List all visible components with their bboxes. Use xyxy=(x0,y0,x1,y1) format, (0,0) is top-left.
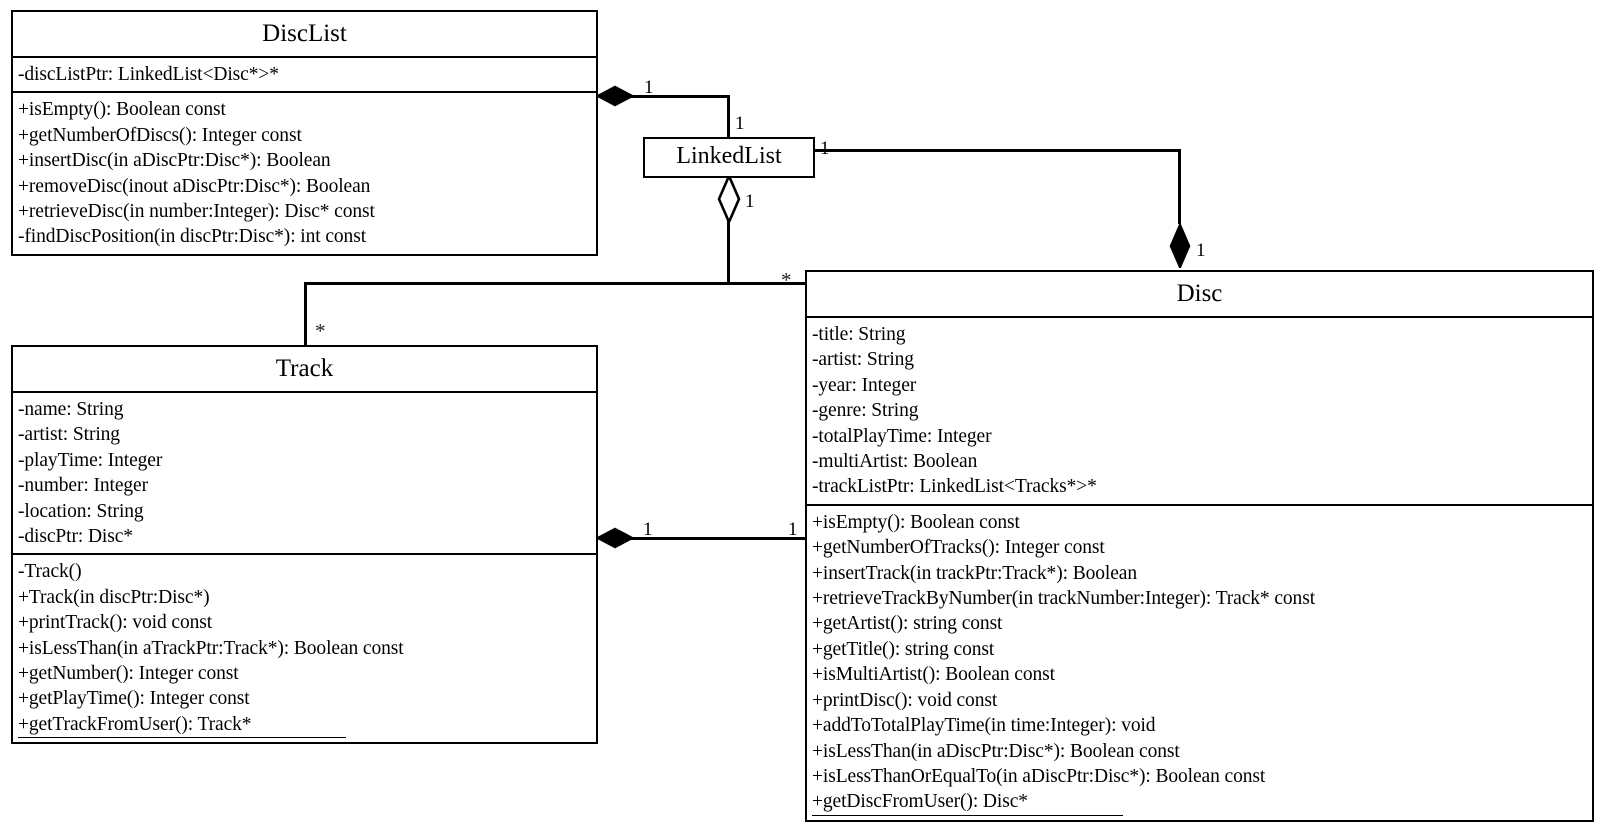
operation-row: +isMultiArtist(): Boolean const xyxy=(812,664,1055,686)
operation-row: +isLessThan(in aTrackPtr:Track*): Boolea… xyxy=(18,637,404,659)
attribute-row: -title: String xyxy=(812,324,906,345)
operation-row: +getNumberOfDiscs(): Integer const xyxy=(18,124,302,146)
multiplicity-linkedlist-top: 1 xyxy=(735,113,745,134)
multiplicity-disc-left: 1 xyxy=(788,519,798,540)
class-box-disc[interactable]: Disc -title: String -artist: String -yea… xyxy=(805,270,1594,822)
composition-diamond-track xyxy=(597,527,633,549)
static-operation-wrapper-track: +getTrackFromUser(): Track* xyxy=(13,712,596,739)
attribute-row: -location: String xyxy=(18,500,144,522)
multiplicity-track-end: 1 xyxy=(643,519,653,540)
attribute-row: -discListPtr: LinkedList<Disc*>* xyxy=(18,64,279,85)
multiplicity-star-disc-branch: * xyxy=(781,268,792,292)
attribute-row: -playTime: Integer xyxy=(18,449,163,471)
edge-track-to-disc-horizontal xyxy=(625,537,807,540)
operation-row: +getPlayTime(): Integer const xyxy=(18,688,250,710)
composition-diamond-disc-top xyxy=(1169,224,1191,268)
edge-disclist-to-linkedlist-horizontal xyxy=(625,95,730,98)
operation-row: +addToTotalPlayTime(in time:Integer): vo… xyxy=(812,715,1156,737)
operation-row: -Track() xyxy=(18,561,82,583)
attribute-row: -number: Integer xyxy=(18,475,148,497)
edge-linkedlist-bottom-vertical xyxy=(727,218,730,285)
operation-row: +removeDisc(inout aDiscPtr:Disc*): Boole… xyxy=(18,175,371,197)
edge-linkedlist-to-disc-vertical xyxy=(1178,149,1181,224)
static-operation-wrapper-disc: +getDiscFromUser(): Disc* xyxy=(807,789,1592,816)
operation-row: +Track(in discPtr:Disc*) xyxy=(18,586,210,608)
attribute-row: -multiArtist: Boolean xyxy=(812,451,978,473)
attributes-compartment-track: -name: String -artist: String -playTime:… xyxy=(13,393,596,556)
attributes-compartment-disclist: -discListPtr: LinkedList<Disc*>* xyxy=(13,58,596,94)
static-operation-row: +getDiscFromUser(): Disc* xyxy=(812,789,1123,816)
attribute-row: -name: String xyxy=(18,399,124,420)
attribute-row: -discPtr: Disc* xyxy=(18,526,133,548)
multiplicity-disc-top: 1 xyxy=(1196,240,1206,261)
static-operation-row: +getTrackFromUser(): Track* xyxy=(18,712,347,739)
operation-row: +retrieveTrackByNumber(in trackNumber:In… xyxy=(812,588,1316,610)
operation-row: +printDisc(): void const xyxy=(812,689,998,711)
class-box-linkedlist[interactable]: LinkedList xyxy=(643,137,815,178)
edge-branch-bus-horizontal xyxy=(305,282,805,285)
attribute-row: -artist: String xyxy=(812,349,914,371)
edge-linkedlist-to-disc-horizontal xyxy=(814,149,1181,152)
operation-row: +isEmpty(): Boolean const xyxy=(18,99,226,121)
operation-row: +getNumberOfTracks(): Integer const xyxy=(812,537,1105,559)
operation-row: +getTitle(): string const xyxy=(812,638,995,660)
multiplicity-linkedlist-bottom: 1 xyxy=(745,191,755,212)
operation-row: +getArtist(): string const xyxy=(812,613,1003,635)
operation-row: +retrieveDisc(in number:Integer): Disc* … xyxy=(18,201,375,223)
multiplicity-star-track-branch: * xyxy=(315,319,326,343)
class-box-disclist[interactable]: DiscList -discListPtr: LinkedList<Disc*>… xyxy=(11,10,598,256)
operation-row: +insertTrack(in trackPtr:Track*): Boolea… xyxy=(812,562,1137,584)
operation-row: +getNumber(): Integer const xyxy=(18,663,239,685)
attribute-row: -genre: String xyxy=(812,400,919,422)
class-title-disc: Disc xyxy=(807,272,1592,318)
class-title-disclist: DiscList xyxy=(13,12,596,58)
class-title-linkedlist: LinkedList xyxy=(676,143,782,169)
attributes-compartment-disc: -title: String -artist: String -year: In… xyxy=(807,318,1592,506)
attribute-row: -artist: String xyxy=(18,424,120,446)
class-box-track[interactable]: Track -name: String -artist: String -pla… xyxy=(11,345,598,745)
aggregation-diamond-linkedlist xyxy=(717,176,741,222)
multiplicity-linkedlist-right: 1 xyxy=(820,138,830,159)
composition-diamond-disclist xyxy=(597,85,633,107)
operation-row: +isLessThanOrEqualTo(in aDiscPtr:Disc*):… xyxy=(812,765,1266,787)
operation-row: -findDiscPosition(in discPtr:Disc*): int… xyxy=(18,226,367,248)
edge-disclist-to-linkedlist-vertical xyxy=(727,95,730,139)
attribute-row: -year: Integer xyxy=(812,374,917,396)
operation-row: +isEmpty(): Boolean const xyxy=(812,511,1020,533)
operation-row: +insertDisc(in aDiscPtr:Disc*): Boolean xyxy=(18,150,331,172)
attribute-row: -totalPlayTime: Integer xyxy=(812,425,992,447)
attribute-row: -trackListPtr: LinkedList<Tracks*>* xyxy=(812,476,1097,498)
multiplicity-disclist-end: 1 xyxy=(644,77,654,98)
operation-row: +isLessThan(in aDiscPtr:Disc*): Boolean … xyxy=(812,740,1180,762)
edge-branch-to-track-vertical xyxy=(304,282,307,345)
class-title-track: Track xyxy=(13,347,596,393)
operations-compartment-disc: +isEmpty(): Boolean const +getNumberOfTr… xyxy=(807,506,1592,820)
operations-compartment-track: -Track() +Track(in discPtr:Disc*) +print… xyxy=(13,555,596,742)
operation-row: +printTrack(): void const xyxy=(18,612,213,634)
operations-compartment-disclist: +isEmpty(): Boolean const +getNumberOfDi… xyxy=(13,93,596,253)
